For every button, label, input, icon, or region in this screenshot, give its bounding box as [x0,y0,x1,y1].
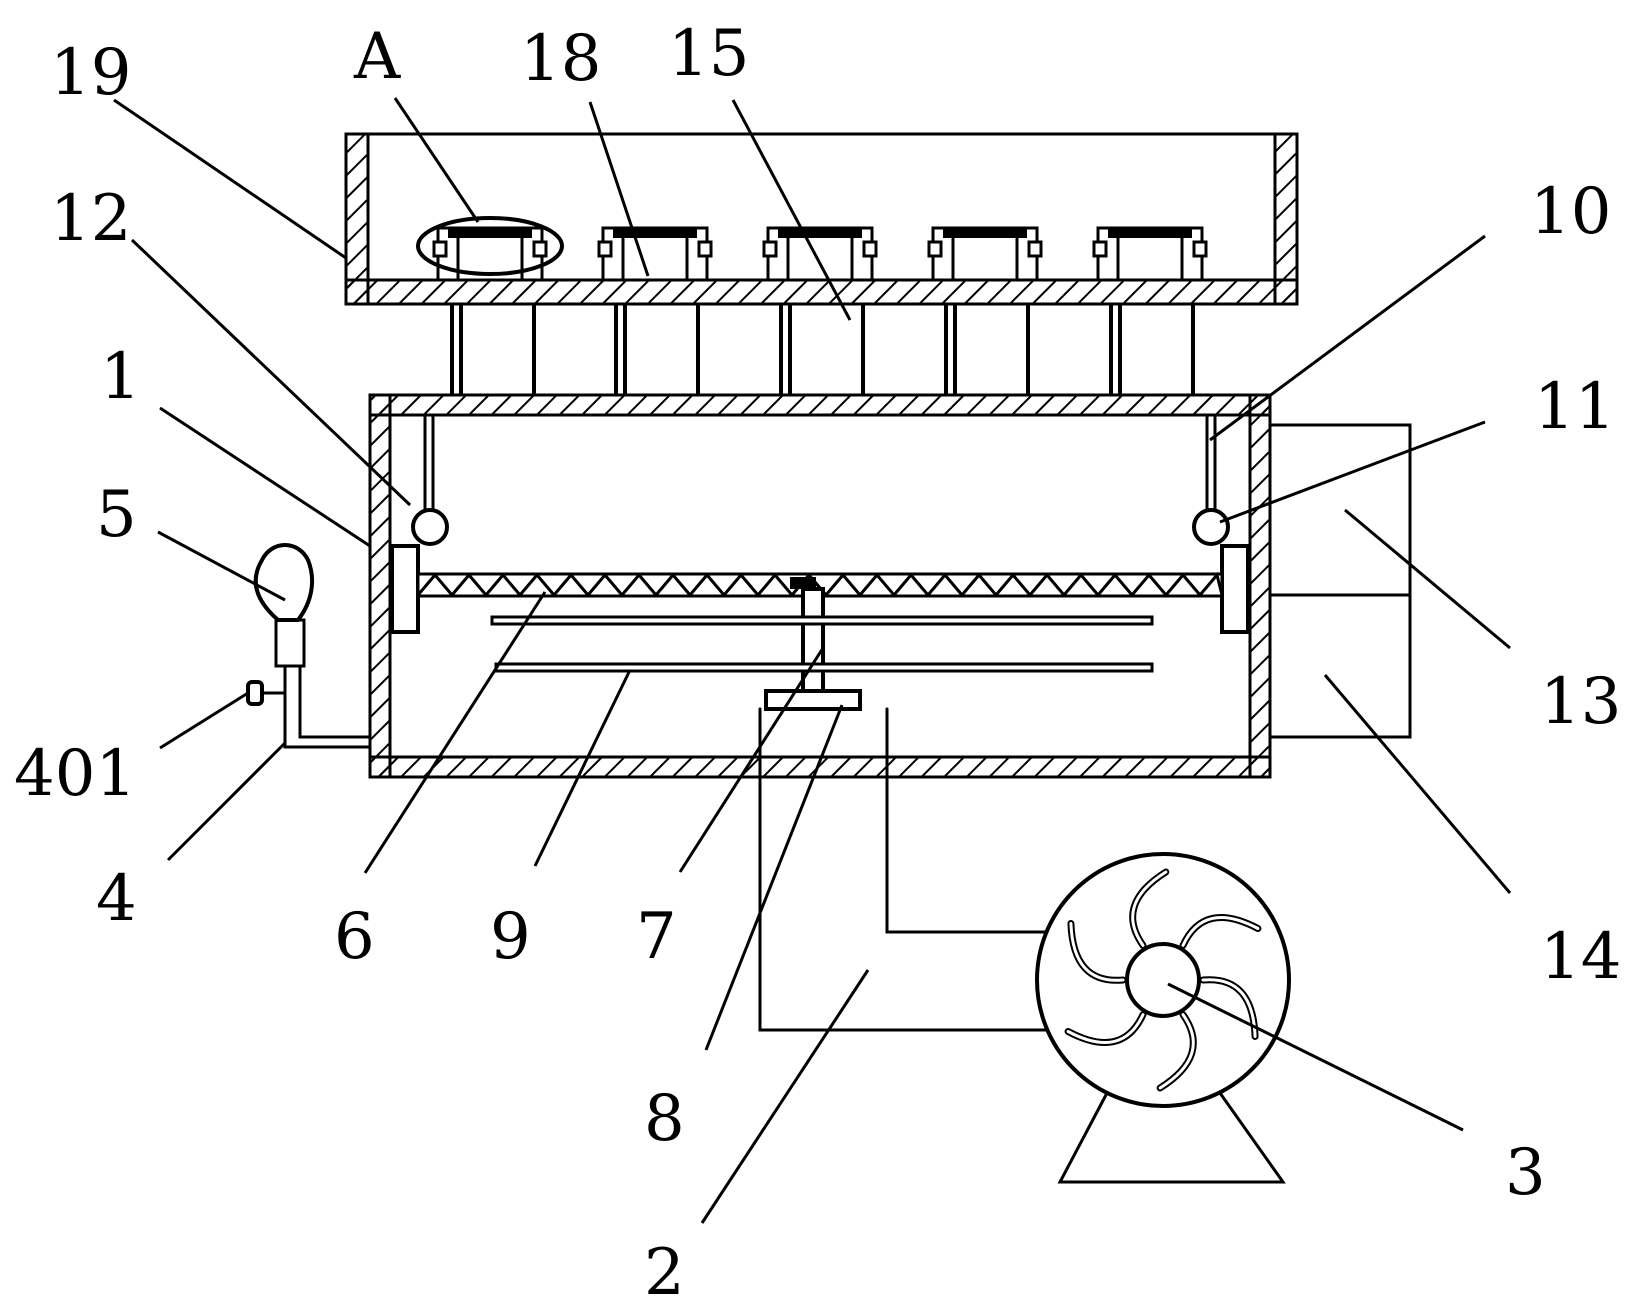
right-sensor [1192,413,1230,546]
right-units [1268,423,1412,739]
label-5: 5 [96,478,137,552]
label-12: 12 [50,182,131,256]
fan-blade [1131,870,1168,947]
cup-4 [927,226,1043,282]
label-4: 4 [96,862,137,936]
main-housing [368,393,1272,779]
label-6: 6 [334,900,375,974]
cup-5 [1092,226,1208,282]
lower-rod [494,662,1154,673]
label-18: 18 [520,22,601,96]
label-14: 14 [1540,920,1621,994]
label-19: 19 [50,36,131,110]
label-11: 11 [1534,370,1615,444]
detail-a-ellipse [416,216,564,276]
fan-blade [1181,915,1260,947]
fan-blade [1069,922,1125,982]
upper-rod [490,615,1154,626]
left-sensor [411,413,449,546]
fan-blade [1066,1013,1145,1045]
fan-blades [1064,868,1262,1092]
label-8: 8 [644,1082,685,1156]
label-10: 10 [1530,175,1611,249]
fan-blade [1158,1013,1195,1090]
cups [416,216,1208,282]
fan-blade [1201,978,1257,1038]
valve-knob [246,680,264,706]
housing-left-wall [368,393,392,779]
label-401: 401 [14,737,136,811]
label-2: 2 [644,1236,685,1302]
shaft-cap [790,577,816,589]
fan [1035,852,1291,1184]
fan-stand [1057,1092,1286,1184]
fan-hub [1125,942,1201,1018]
label-13: 13 [1540,665,1621,739]
air-duct [758,707,1052,1032]
cup-3 [762,226,878,282]
support-columns [450,304,1195,395]
label-3: 3 [1505,1136,1546,1210]
label-1: 1 [100,340,141,414]
label-a: A [353,20,401,94]
right-clamp-block [1220,544,1250,634]
cup-2 [597,226,713,282]
leader-lines [113,97,1512,1224]
callout-labels: 19 A 18 15 10 12 1 11 5 13 401 14 4 6 9 … [14,17,1621,1302]
housing-right-wall [1248,393,1272,779]
label-15: 15 [668,17,749,91]
inlet-pipe [246,543,372,749]
housing-top-wall [368,393,1272,417]
motor-base-plate [764,689,862,711]
left-clamp-block [390,544,420,634]
label-7: 7 [636,900,677,974]
mesh-plate [416,571,1224,598]
label-9: 9 [490,900,531,974]
top-tray-floor [344,278,1299,306]
